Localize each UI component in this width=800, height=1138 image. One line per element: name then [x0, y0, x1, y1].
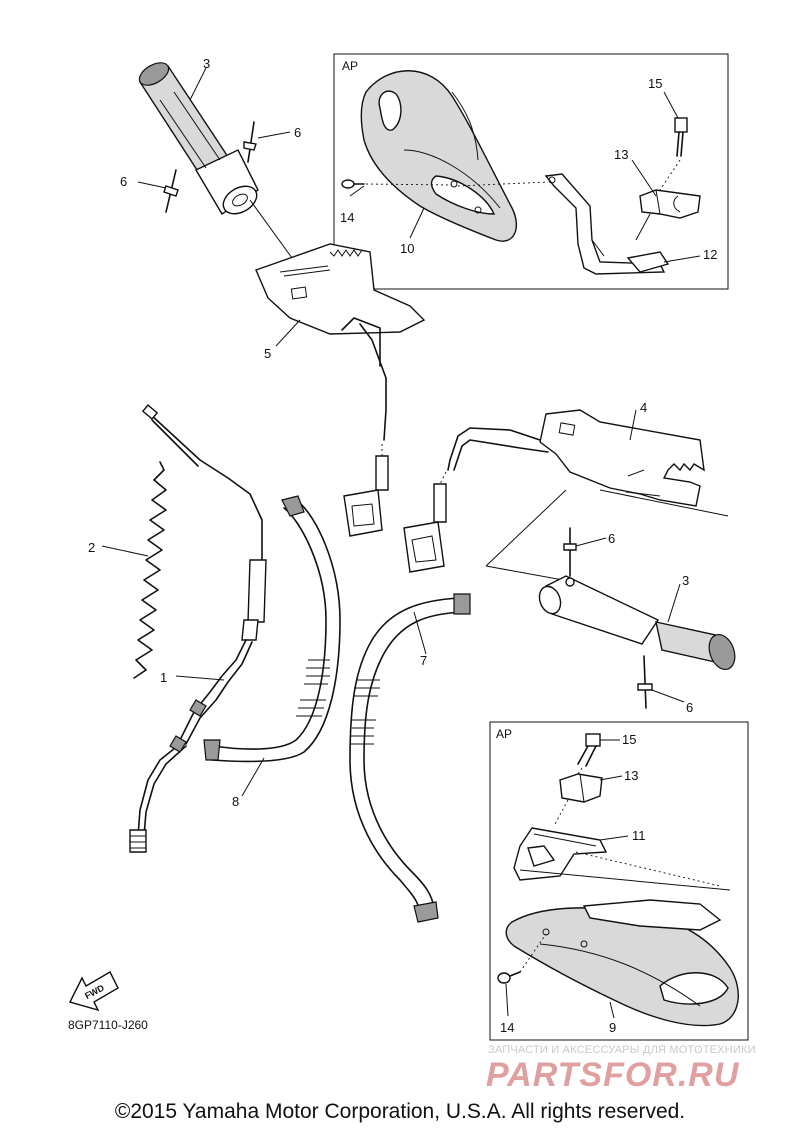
copyright-notice: ©2015 Yamaha Motor Corporation, U.S.A. A… [114, 1100, 686, 1123]
rivet-6-c [563, 527, 577, 577]
bolt-15-bottom [573, 733, 601, 781]
callout-14: 14 [500, 1020, 514, 1035]
hand-guard-right [505, 899, 739, 1027]
ap-box-top: AP [333, 53, 729, 290]
watermark-logo: PARTSFOR.RU [486, 1056, 740, 1094]
ap-box-bottom: AP 15 13 11 [489, 721, 749, 1041]
callout-3: 3 [682, 573, 689, 588]
hand-guard-left [360, 70, 517, 242]
screw-14-top [341, 179, 365, 189]
rivet-6-a [243, 121, 257, 163]
callout-8: 8 [232, 794, 239, 809]
callout-4: 4 [640, 400, 647, 415]
callout-13: 13 [624, 768, 638, 783]
clamp-13-bottom [553, 773, 603, 827]
grip-top [138, 62, 259, 215]
bolt-15-top [659, 117, 688, 191]
hose-7 [349, 593, 471, 923]
callout-6: 6 [294, 125, 301, 140]
callout-12: 12 [703, 247, 717, 262]
bracket-11 [513, 827, 608, 881]
callout-6: 6 [120, 174, 127, 189]
grip-lower [538, 575, 736, 671]
screw-14-bottom [497, 971, 521, 984]
heater-plate-4 [403, 409, 705, 573]
callout-10: 10 [400, 241, 414, 256]
diagram-code: 8GP7110-J260 [68, 1018, 148, 1032]
watermark-logo-text: PARTSFOR.RU [486, 1056, 740, 1094]
clamp-13-top [635, 189, 701, 241]
fwd-arrow-icon: FWD [68, 971, 119, 1012]
ap-label-top: AP [342, 59, 358, 73]
ap-label-bottom: AP [496, 727, 512, 741]
callout-11: 11 [632, 828, 646, 843]
callout-2: 2 [88, 540, 95, 555]
callout-3: 3 [203, 56, 210, 71]
rivet-6-b [163, 169, 179, 213]
callout-14: 14 [340, 210, 354, 225]
callout-6: 6 [608, 531, 615, 546]
callout-13: 13 [614, 147, 628, 162]
callout-15: 15 [622, 732, 636, 747]
callout-5: 5 [264, 346, 271, 361]
callout-6: 6 [686, 700, 693, 715]
spring-2 [133, 461, 167, 679]
hose-8 [203, 495, 341, 763]
callout-7: 7 [420, 653, 427, 668]
callout-15: 15 [648, 76, 662, 91]
heater-plate-5 [255, 243, 426, 537]
callout-9: 9 [609, 1020, 616, 1035]
watermark-tagline: ЗАПЧАСТИ И АКСЕССУАРЫ ДЛЯ МОТОТЕХНИКИ [488, 1044, 756, 1056]
rivet-6-d [637, 655, 653, 709]
callout-1: 1 [160, 670, 167, 685]
throttle-cable-1 [129, 404, 267, 853]
bracket-12 [544, 173, 666, 275]
